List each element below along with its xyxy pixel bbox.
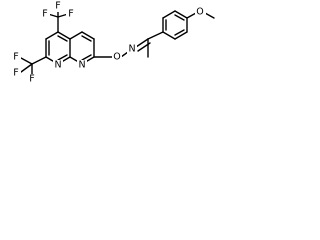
bond (162, 10, 176, 19)
bond (162, 31, 176, 40)
atom-label-n: N (128, 44, 135, 55)
atom-label-f: F (13, 52, 18, 63)
atom-labels: F F F F F F N N O N O (11, 1, 206, 85)
bond (174, 31, 188, 40)
atom-label-f: F (68, 9, 73, 20)
bond (174, 10, 188, 19)
bond (186, 12, 197, 19)
bond (81, 31, 95, 40)
atom-label-o: O (113, 52, 120, 63)
bond (174, 29, 185, 36)
bond (204, 12, 215, 19)
bond (57, 35, 68, 42)
atom-label-f: F (13, 68, 18, 79)
bond (57, 31, 71, 40)
atom-label-o: O (196, 7, 203, 18)
bond (174, 14, 185, 21)
bond (135, 38, 149, 48)
bond (81, 54, 92, 61)
bond (69, 31, 83, 40)
bond (57, 54, 68, 61)
bond (147, 31, 164, 40)
bond (31, 56, 47, 65)
bond (81, 35, 92, 42)
bond (20, 63, 33, 73)
bond (120, 51, 129, 58)
bond (45, 31, 59, 40)
chemical-structure: F F F F F F N N O N O (11, 1, 215, 85)
atom-label-f: F (42, 9, 47, 20)
atom-label-f: F (29, 74, 34, 85)
atom-label-n: N (54, 60, 61, 71)
atom-label-n: N (78, 60, 85, 71)
atom-label-f: F (55, 1, 60, 12)
bond-lines (20, 6, 215, 76)
bond (20, 57, 33, 65)
